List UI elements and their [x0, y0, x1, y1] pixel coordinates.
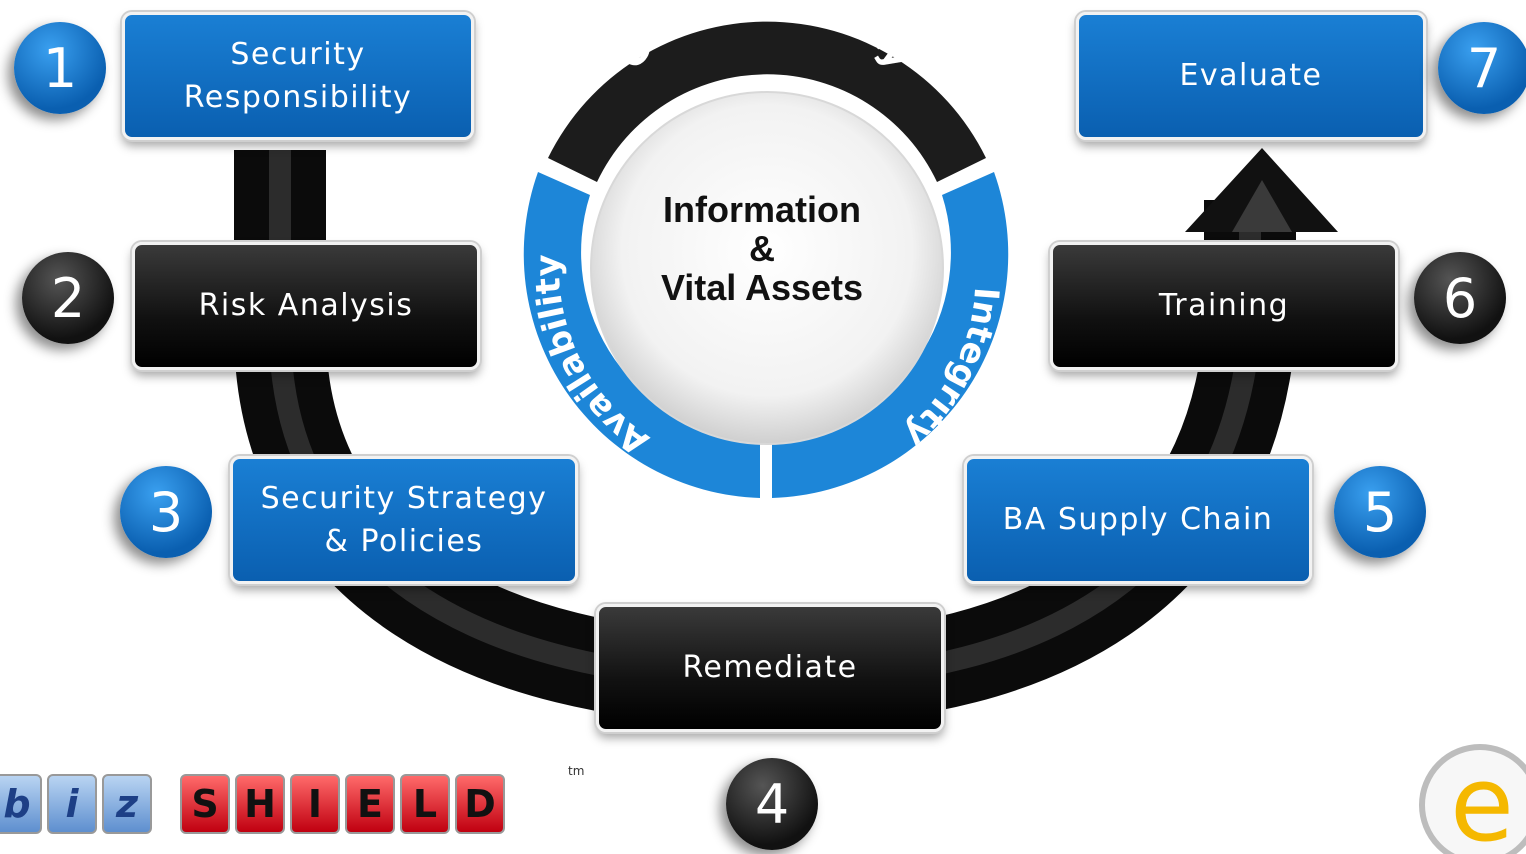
- step-7-number: 7: [1466, 36, 1502, 100]
- step-4-label: Remediate: [682, 650, 858, 686]
- step-6-box: Training: [1050, 242, 1398, 370]
- center-disc: [590, 91, 944, 445]
- corner-logo-letter: e: [1450, 743, 1514, 854]
- step-5-box: BA Supply Chain: [964, 456, 1312, 584]
- step-5-number-badge: 5: [1334, 466, 1426, 558]
- ring-confidentiality: [548, 21, 986, 183]
- step-4-number: 4: [754, 772, 790, 836]
- step-6-number: 6: [1442, 266, 1478, 330]
- logo-letter-I: I: [290, 774, 340, 834]
- logo-letter-i: i: [47, 774, 97, 834]
- ring-integrity: [772, 172, 1009, 498]
- logo-letter-S: S: [180, 774, 230, 834]
- step-4-number-badge: 4: [726, 758, 818, 850]
- flow-arrowhead-shine: [1232, 180, 1292, 232]
- step-1-number-badge: 1: [14, 22, 106, 114]
- logo-letter-z: z: [102, 774, 152, 834]
- step-1-number: 1: [42, 36, 78, 100]
- step-2-box: Risk Analysis: [132, 242, 480, 370]
- step-5-number: 5: [1362, 480, 1398, 544]
- logo-trademark: tm: [568, 764, 585, 778]
- center-title: Information & Vital Assets: [660, 189, 864, 308]
- step-6-label: Training: [1158, 288, 1290, 324]
- step-7-number-badge: 7: [1438, 22, 1526, 114]
- logo-letter-D: D: [455, 774, 505, 834]
- step-2-label: Risk Analysis: [198, 288, 414, 324]
- logo-letter-E: E: [345, 774, 395, 834]
- step-3-number: 3: [148, 480, 184, 544]
- step-7-label: Evaluate: [1179, 58, 1323, 94]
- corner-logo-ring: [1419, 744, 1526, 854]
- step-7-box: Evaluate: [1076, 12, 1426, 140]
- step-4-box: Remediate: [596, 604, 944, 732]
- step-5-label: BA Supply Chain: [1002, 502, 1274, 538]
- logo-letter-b: b: [0, 774, 42, 834]
- step-2-number-badge: 2: [22, 252, 114, 344]
- step-3-number-badge: 3: [120, 466, 212, 558]
- step-6-number-badge: 6: [1414, 252, 1506, 344]
- logo-letter-L: L: [400, 774, 450, 834]
- step-2-number: 2: [50, 266, 86, 330]
- step-3-label: Security Strategy & Policies: [260, 480, 548, 560]
- step-1-label: Security Responsibility: [183, 36, 413, 116]
- step-1-box: Security Responsibility: [122, 12, 474, 140]
- ring-availability: [523, 172, 760, 498]
- logo-letter-H: H: [235, 774, 285, 834]
- step-3-box: Security Strategy & Policies: [230, 456, 578, 584]
